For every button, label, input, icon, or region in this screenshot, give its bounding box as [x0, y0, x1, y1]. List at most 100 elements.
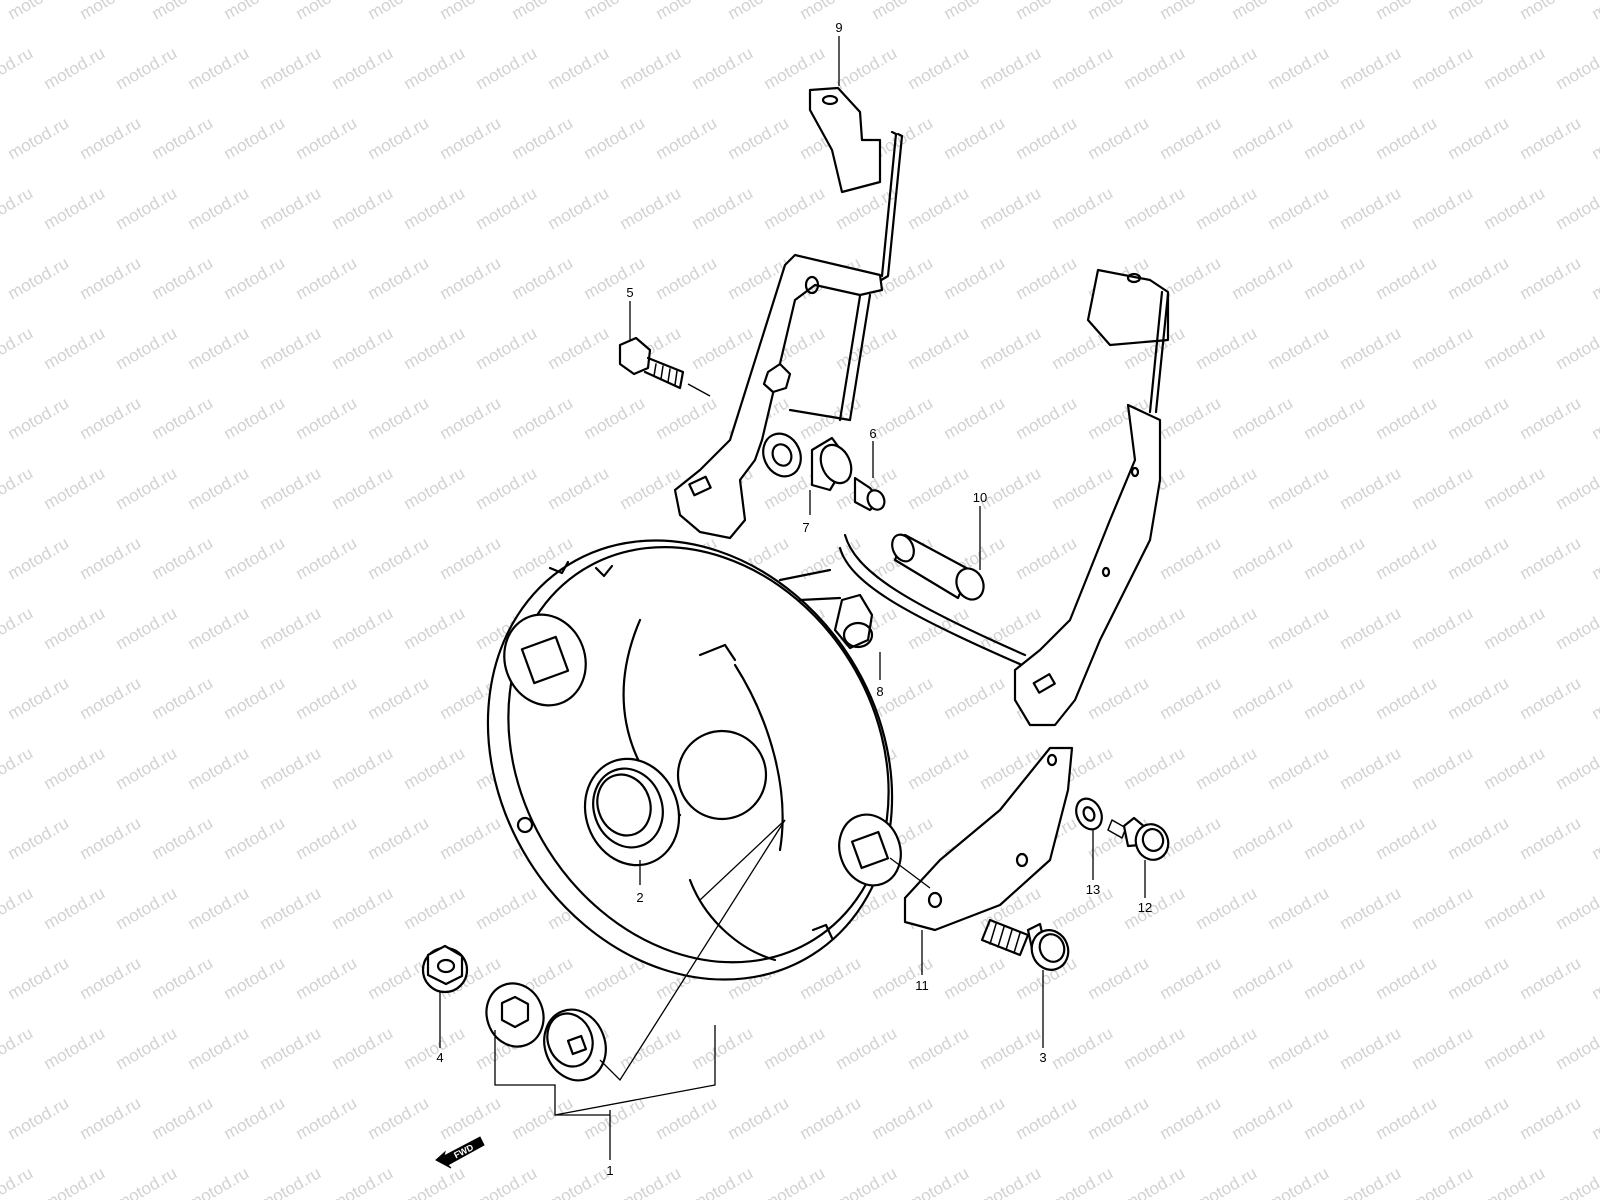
right-bracket[interactable] [1013, 268, 1170, 727]
watermark-text: motod.ru [905, 323, 973, 373]
watermark-text: motod.ru [1229, 0, 1297, 23]
watermark-text: motod.ru [1193, 883, 1261, 933]
watermark-text: motod.ru [41, 1023, 109, 1073]
watermark-text: motod.ru [1301, 1093, 1369, 1143]
watermark-text: motod.ru [5, 0, 73, 23]
watermark-text: motod.ru [257, 1163, 325, 1200]
watermark-text: motod.ru [689, 1163, 757, 1200]
watermark-text: motod.ru [1085, 1093, 1153, 1143]
watermark-text: motod.ru [149, 813, 217, 863]
mounting-plate[interactable] [889, 746, 1074, 932]
watermark-text: motod.ru [1589, 953, 1600, 1003]
bolt-5[interactable] [618, 336, 711, 397]
watermark-text: motod.ru [1229, 813, 1297, 863]
watermark-text: motod.ru [1409, 183, 1477, 233]
watermark-text: motod.ru [41, 183, 109, 233]
watermark-text: motod.ru [905, 1163, 973, 1200]
fwd-marker: FWD [435, 1136, 485, 1169]
watermark-text: motod.ru [185, 743, 253, 793]
lower-fasteners[interactable] [478, 975, 616, 1089]
watermark-text: motod.ru [1517, 113, 1585, 163]
part-number-11[interactable]: 11 [915, 978, 929, 993]
watermark-text: motod.ru [149, 953, 217, 1003]
watermark-text: motod.ru [1301, 533, 1369, 583]
left-bracket[interactable] [673, 86, 904, 540]
watermark-text: motod.ru [221, 533, 289, 583]
part-number-13[interactable]: 13 [1086, 882, 1100, 897]
part-number-7[interactable]: 7 [802, 520, 809, 535]
watermark-text: motod.ru [1337, 1023, 1405, 1073]
watermark-text: motod.ru [1301, 953, 1369, 1003]
watermark-text: motod.ru [1337, 43, 1405, 93]
watermark-text: motod.ru [473, 1163, 541, 1200]
part-number-2[interactable]: 2 [636, 890, 643, 905]
watermark-text: motod.ru [293, 813, 361, 863]
bolt-3[interactable] [980, 918, 1074, 975]
watermark-text: motod.ru [1553, 463, 1600, 513]
part-number-4[interactable]: 4 [436, 1050, 443, 1065]
watermark-text: motod.ru [1301, 813, 1369, 863]
watermark-text: motod.ru [1193, 1023, 1261, 1073]
watermark-text: motod.ru [941, 393, 1009, 443]
watermark-text: motod.ru [941, 953, 1009, 1003]
watermark-text: motod.ru [905, 183, 973, 233]
watermark-text: motod.ru [977, 603, 1045, 653]
part-number-9[interactable]: 9 [835, 20, 842, 35]
part-number-3[interactable]: 3 [1039, 1050, 1046, 1065]
watermark-text: motod.ru [941, 673, 1009, 723]
part-number-10[interactable]: 10 [973, 490, 987, 505]
part-number-5[interactable]: 5 [626, 285, 633, 300]
watermark-text: motod.ru [113, 183, 181, 233]
watermark-text: motod.ru [1229, 393, 1297, 443]
watermark-text: motod.ru [1589, 393, 1600, 443]
watermark-text: motod.ru [1229, 1093, 1297, 1143]
watermark-text: motod.ru [833, 43, 901, 93]
watermark-text: motod.ru [1337, 183, 1405, 233]
watermark-text: motod.ru [185, 323, 253, 373]
watermark-text: motod.ru [653, 0, 721, 23]
watermark-text: motod.ru [1589, 113, 1600, 163]
watermark-text: motod.ru [1265, 183, 1333, 233]
watermark-text: motod.ru [221, 673, 289, 723]
watermark-text: motod.ru [437, 253, 505, 303]
part-number-12[interactable]: 12 [1138, 900, 1152, 915]
watermark-text: motod.ru [221, 393, 289, 443]
watermark-text: motod.ru [1445, 813, 1513, 863]
cap-nut[interactable] [833, 593, 874, 650]
watermark-text: motod.ru [149, 393, 217, 443]
shaft[interactable] [888, 531, 989, 604]
watermark-text: motod.ru [1193, 463, 1261, 513]
grommet[interactable] [570, 746, 693, 879]
bolt-12[interactable] [1107, 816, 1173, 864]
watermark-text: motod.ru [185, 43, 253, 93]
watermark-text: motod.ru [1589, 813, 1600, 863]
flange-nut[interactable] [421, 944, 469, 994]
watermark-text: motod.ru [545, 463, 613, 513]
watermark-text: motod.ru [1157, 953, 1225, 1003]
watermark-text: motod.ru [977, 183, 1045, 233]
watermark-text: motod.ru [473, 183, 541, 233]
watermark-text: motod.ru [977, 43, 1045, 93]
watermark-text: motod.ru [1193, 183, 1261, 233]
watermark-text: motod.ru [365, 533, 433, 583]
watermark-text: motod.ru [833, 1163, 901, 1200]
collar[interactable] [853, 476, 887, 512]
part-number-8[interactable]: 8 [876, 684, 883, 699]
watermark-text: motod.ru [509, 1093, 577, 1143]
watermark-text: motod.ru [77, 393, 145, 443]
watermark-text: motod.ru [149, 533, 217, 583]
watermark-text: motod.ru [1157, 533, 1225, 583]
watermark-text: motod.ru [0, 603, 36, 653]
headlight-housing[interactable] [407, 464, 973, 1055]
watermark-text: motod.ru [1409, 1163, 1477, 1200]
cushion[interactable] [756, 427, 857, 492]
watermark-text: motod.ru [1337, 743, 1405, 793]
watermark-text: motod.ru [1553, 183, 1600, 233]
washer[interactable] [1071, 794, 1106, 833]
part-number-6[interactable]: 6 [869, 426, 876, 441]
part-1-group-bracket [494, 819, 786, 1160]
watermark-text: motod.ru [581, 953, 649, 1003]
part-number-1[interactable]: 1 [606, 1163, 613, 1178]
watermark-text: motod.ru [113, 743, 181, 793]
watermark-text: motod.ru [77, 1093, 145, 1143]
